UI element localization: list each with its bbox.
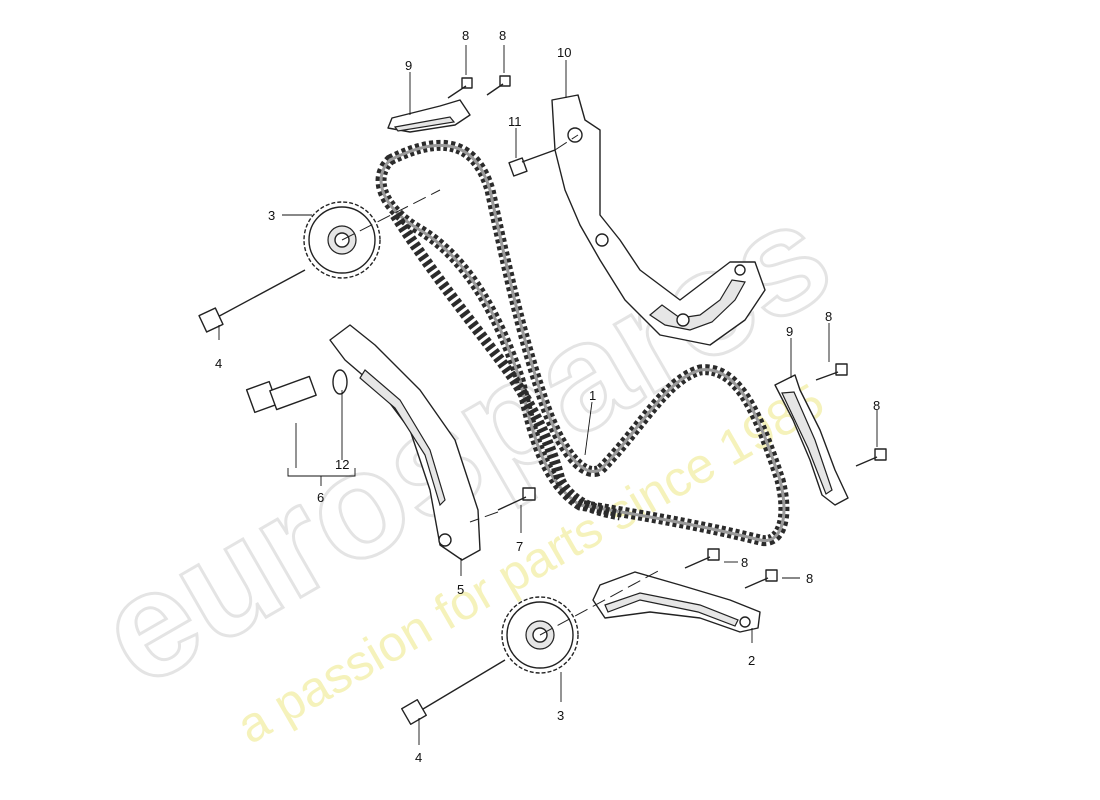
callout-1: 1: [589, 388, 596, 403]
callout-4-lower: 4: [415, 750, 422, 765]
watermark: eurospares a passion for parts since 198…: [71, 166, 858, 754]
callout-5: 5: [457, 582, 464, 597]
guide-rail-upper: [551, 94, 766, 346]
callout-12: 12: [335, 457, 349, 472]
callout-2: 2: [748, 653, 755, 668]
callout-8-e: 8: [741, 555, 748, 570]
callout-8-f: 8: [806, 571, 813, 586]
callout-10: 10: [557, 45, 571, 60]
callout-9-right: 9: [786, 324, 793, 339]
callout-3-lower: 3: [557, 708, 564, 723]
callout-4-upper: 4: [215, 356, 222, 371]
sprocket-upper: [303, 189, 441, 279]
bolts-8-top: [447, 75, 511, 99]
bolts-8-lower: [684, 548, 778, 589]
callout-8-b: 8: [499, 28, 506, 43]
tensioner-rail: [329, 324, 481, 561]
callout-6: 6: [317, 490, 324, 505]
bolt-7: [469, 487, 536, 523]
bolt-4-upper: [198, 269, 306, 333]
guide-lower: [592, 571, 761, 633]
leader-lines: [218, 45, 878, 745]
guide-top: [387, 99, 471, 133]
callout-3-upper: 3: [268, 208, 275, 223]
sprocket-lower: [501, 569, 661, 674]
bolt-11: [508, 134, 579, 177]
callout-8-c: 8: [825, 309, 832, 324]
guide-right: [774, 374, 849, 506]
callout-8-a: 8: [462, 28, 469, 43]
callout-9-top: 9: [405, 58, 412, 73]
callout-11: 11: [508, 114, 522, 129]
callout-8-d: 8: [873, 398, 880, 413]
tensioner: [245, 369, 348, 414]
callouts: 1 2 3 3 4 4 5 6 7 8 8 8 8 8 8 9 9 10 11 …: [215, 28, 880, 765]
bolts-8-right: [815, 363, 887, 467]
timing-chain: [375, 139, 790, 547]
callout-7: 7: [516, 539, 523, 554]
bolt-4-lower: [401, 659, 506, 725]
